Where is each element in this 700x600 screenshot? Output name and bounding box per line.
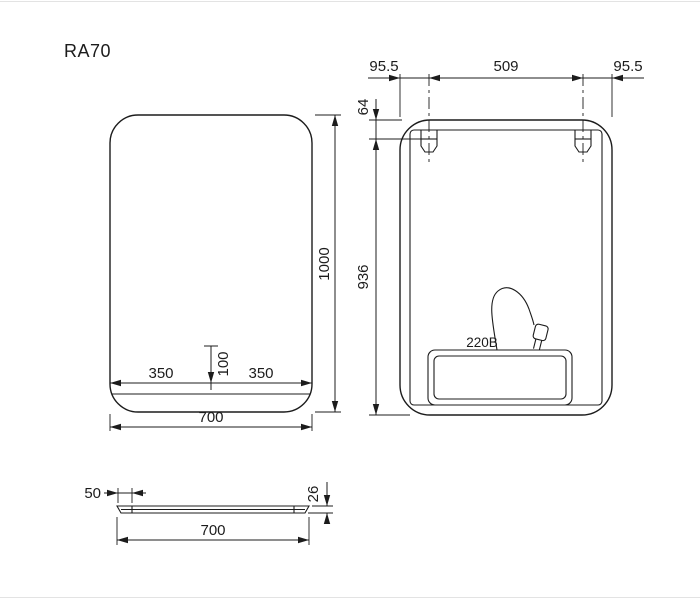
arrowheads [389, 74, 623, 82]
back-view-frame [409, 129, 603, 406]
dim-side-mount-width: 50 [84, 485, 146, 503]
side-view: 50 26 700 [84, 482, 333, 545]
dim-front-height: 1000 [315, 114, 341, 413]
bracket-left [420, 129, 438, 153]
dim-front-switch-height-label: 100 [215, 351, 232, 376]
driver-box-inner [433, 355, 567, 400]
plug-body [532, 323, 549, 342]
side-profile [116, 505, 310, 514]
page-border-top [0, 1, 700, 2]
dim-front-offset-right-label: 350 [248, 365, 273, 382]
dim-back-top-offset-label: 64 [355, 99, 372, 116]
model-label: RA70 [64, 41, 111, 61]
power-plug [532, 323, 549, 351]
dim-front-offset-left-label: 350 [148, 365, 173, 382]
dim-front-width: 700 [109, 409, 313, 431]
dim-back-left-margin-label: 95.5 [369, 58, 398, 75]
dim-front-height-label: 1000 [316, 247, 333, 280]
dim-back-body-height: 936 [355, 138, 421, 416]
dim-side-width-label: 700 [200, 522, 225, 539]
front-view-outline [109, 114, 313, 413]
power-cord [491, 287, 535, 351]
dim-side-mount-width-label: 50 [84, 485, 101, 502]
dim-front-switch-height: 100 [204, 345, 232, 383]
plug-prongs [532, 338, 543, 351]
bracket-right [574, 129, 592, 153]
front-view: 1000 700 350 350 100 [109, 114, 341, 431]
dim-side-width: 700 [116, 517, 310, 545]
dim-back-top-offset: 64 [355, 99, 402, 139]
dim-side-thickness-label: 26 [305, 486, 322, 503]
dim-back-body-height-label: 936 [355, 264, 372, 289]
dim-back-right-margin-label: 95.5 [613, 58, 642, 75]
dim-front-width-label: 700 [198, 409, 223, 426]
page-border-bottom [0, 597, 700, 598]
dim-side-thickness: 26 [305, 482, 333, 524]
dim-back-top-chain: 95.5 509 95.5 [368, 58, 644, 117]
back-view: 95.5 509 95.5 64 936 [355, 58, 644, 416]
voltage-label: 220В [466, 335, 498, 350]
dim-back-bracket-span-label: 509 [493, 58, 518, 75]
back-view-outline [399, 119, 613, 416]
driver-box-outer [427, 349, 573, 406]
